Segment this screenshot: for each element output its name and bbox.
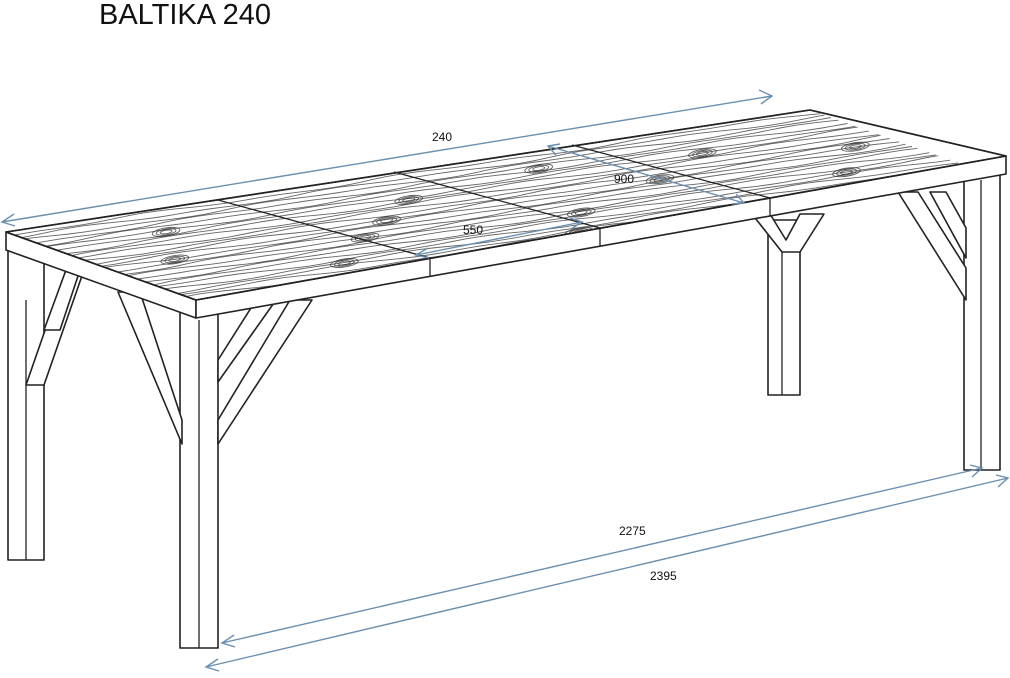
wood-knot bbox=[653, 176, 667, 182]
wood-knot bbox=[566, 207, 596, 218]
wood-knot bbox=[164, 255, 186, 264]
wood-knot bbox=[692, 149, 713, 158]
grain-line bbox=[84, 138, 890, 261]
wood-knot bbox=[841, 141, 870, 152]
wood-knot bbox=[696, 150, 709, 156]
label-top-length: 240 bbox=[432, 130, 452, 144]
grain-line bbox=[117, 147, 918, 273]
grain-line bbox=[101, 143, 906, 267]
grain-line bbox=[124, 152, 930, 275]
wood-knot bbox=[570, 208, 592, 217]
grain-line bbox=[46, 125, 856, 248]
wood-knot bbox=[380, 218, 393, 224]
wood-knot bbox=[649, 175, 671, 183]
wood-knot bbox=[836, 168, 857, 176]
wood-knot bbox=[394, 194, 423, 205]
dimension-extension-width: 900 bbox=[546, 143, 746, 205]
grain-line bbox=[21, 114, 825, 239]
wood-knot bbox=[532, 166, 546, 172]
label-extension-width: 900 bbox=[614, 172, 634, 186]
grain-line bbox=[153, 162, 959, 286]
wood-knot bbox=[848, 144, 862, 150]
front-right-leg bbox=[897, 171, 1001, 471]
table-top bbox=[5, 109, 1007, 301]
wood-knot bbox=[160, 254, 190, 265]
grain-line bbox=[104, 146, 913, 268]
wood-knot bbox=[844, 142, 866, 151]
wood-knot bbox=[168, 257, 182, 263]
dimension-overall-length: 2395 bbox=[204, 474, 1010, 672]
grain-line bbox=[128, 154, 936, 277]
wood-knot bbox=[334, 259, 355, 267]
grain-line bbox=[14, 113, 821, 236]
dimension-lines: 240 900 550 2275 2395 bbox=[0, 89, 1010, 672]
diagram-title: BALTIKA 240 bbox=[99, 0, 271, 31]
wood-knot bbox=[832, 167, 861, 178]
wood-knot bbox=[155, 228, 177, 236]
wood-knot bbox=[528, 164, 550, 173]
wood-knot bbox=[372, 215, 401, 226]
dimension-leaf-width: 550 bbox=[414, 217, 584, 259]
wood-knot bbox=[524, 163, 553, 174]
dimension-top-length: 240 bbox=[0, 89, 774, 227]
label-leg-span: 2275 bbox=[619, 524, 646, 538]
wood-knot bbox=[688, 148, 717, 159]
wood-knot bbox=[376, 216, 397, 225]
label-overall-length: 2395 bbox=[650, 569, 677, 583]
wood-knot bbox=[398, 196, 420, 204]
grain-line bbox=[45, 123, 848, 247]
grain-line bbox=[78, 134, 881, 259]
wood-knot bbox=[330, 258, 359, 268]
wood-knot bbox=[151, 226, 181, 237]
wood-knot bbox=[350, 232, 380, 243]
back-right-leg bbox=[751, 213, 825, 396]
front-left-leg bbox=[117, 291, 313, 649]
back-left-leg bbox=[7, 249, 85, 561]
dimension-leg-span: 2275 bbox=[220, 464, 984, 648]
grain-line bbox=[137, 155, 938, 280]
wood-knot bbox=[645, 174, 675, 185]
grain-line bbox=[96, 141, 900, 265]
wood-knot bbox=[574, 210, 588, 215]
wood-knot bbox=[840, 169, 853, 175]
grain-line bbox=[24, 117, 831, 240]
wood-knot bbox=[338, 260, 351, 266]
wood-knot bbox=[402, 197, 416, 203]
wood-grain bbox=[14, 113, 992, 297]
label-leaf-width: 550 bbox=[463, 223, 483, 237]
grain-line bbox=[36, 119, 839, 244]
wood-knot bbox=[159, 229, 173, 235]
grain-line bbox=[145, 159, 951, 283]
grain-line bbox=[157, 163, 963, 287]
